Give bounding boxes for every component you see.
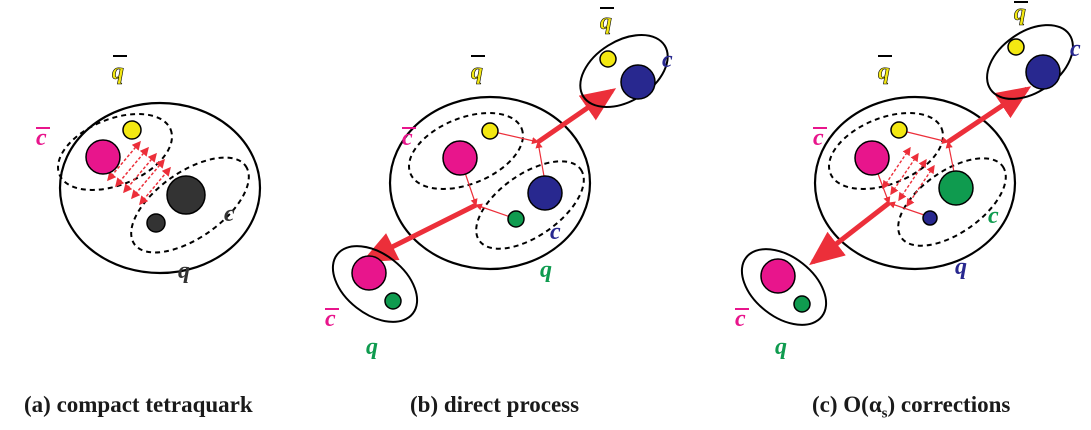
light-antiquark: [890, 121, 908, 139]
qbar-label: q: [112, 59, 124, 85]
anticharm-quark: [85, 139, 121, 175]
outgoing-meson-cbar-q: [331, 245, 419, 323]
caption-a: (a) compact tetraquark: [24, 392, 253, 417]
qbar-label: q: [878, 59, 890, 85]
diquark-cbar-qbar: [408, 112, 524, 190]
cbar-label: c: [813, 125, 824, 151]
cbar-label: c: [36, 125, 47, 151]
hadron-bag: [813, 95, 1017, 271]
q-label: q: [955, 254, 967, 280]
gluon-exchange-arrows: [107, 140, 171, 206]
gluon-exchange-arrows: [882, 146, 935, 208]
caption-c-subscript: s: [881, 405, 888, 422]
light-quark: [922, 210, 938, 226]
qbar-label: q: [471, 59, 483, 85]
caption-c-alpha: α: [868, 392, 882, 417]
q-label-meson: q: [775, 334, 787, 360]
cbar-label: c: [402, 125, 413, 151]
light-antiquark: [481, 122, 499, 140]
meson-charm-quark: [620, 64, 656, 100]
panel-c-alpha-s-corrections: q c c q q c c q: [735, 0, 1081, 360]
meson-light-quark: [384, 292, 402, 310]
meson-light-antiquark: [1007, 38, 1025, 56]
c-label: c: [224, 201, 235, 227]
outgoing-meson-arrow-up: [946, 86, 1032, 145]
q-label: q: [178, 258, 190, 284]
meson-light-quark: [793, 295, 811, 313]
panel-a-compact-tetraquark: q c c q: [36, 55, 262, 284]
meson-anticharm-quark: [351, 255, 387, 291]
charm-quark: [166, 175, 206, 215]
light-antiquark: [122, 120, 142, 140]
meson-light-antiquark: [599, 50, 617, 68]
diquark-c-q: [130, 156, 250, 254]
hadron-bag: [388, 95, 592, 271]
anticharm-quark: [854, 140, 890, 176]
qbar-label-meson: q: [1014, 0, 1026, 26]
q-label-meson: q: [366, 334, 378, 360]
meson-charm-quark: [1025, 54, 1061, 90]
q-label: q: [540, 257, 552, 283]
panel-b-direct-process: q c c q q c c q: [325, 7, 673, 360]
light-quark: [507, 210, 525, 228]
c-label-meson: c: [662, 47, 673, 73]
cbar-label-meson: c: [325, 306, 336, 332]
outgoing-meson-arrow-down: [809, 201, 891, 266]
outgoing-meson-arrow-down: [361, 202, 478, 263]
caption-b: (b) direct process: [410, 392, 580, 417]
c-label-meson: c: [1070, 36, 1081, 62]
diquark-c-q: [897, 157, 1007, 247]
c-label: c: [550, 219, 561, 245]
cbar-label-meson: c: [735, 306, 746, 332]
c-label: c: [988, 203, 999, 229]
charm-quark: [527, 175, 563, 211]
diquark-c-q: [475, 160, 585, 250]
qbar-label-meson: q: [600, 9, 612, 35]
light-quark: [146, 213, 166, 233]
caption-c-prefix: (c) O(: [812, 392, 869, 417]
caption-c-suffix: ) corrections: [887, 392, 1011, 417]
outgoing-meson-cbar-q: [740, 248, 828, 326]
anticharm-quark: [442, 140, 478, 176]
caption-c: (c) O(αs) corrections: [812, 392, 1010, 423]
charm-quark: [938, 170, 974, 206]
outgoing-meson-arrow-up: [536, 88, 617, 145]
meson-anticharm-quark: [760, 258, 796, 294]
hadron-bag: [58, 101, 262, 275]
